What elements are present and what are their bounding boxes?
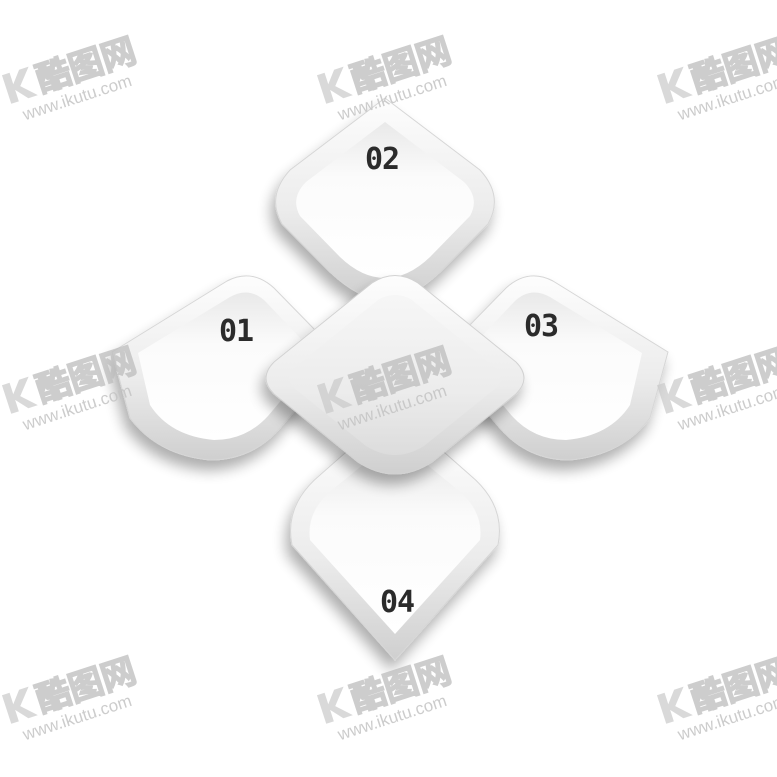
petal-01-inner: [138, 292, 307, 440]
petal-03-inner: [473, 292, 642, 440]
watermark-k-icon: [656, 376, 693, 414]
petal-04-inner: [309, 452, 481, 634]
watermark-k-icon: [316, 66, 353, 104]
center-diamond: [265, 275, 525, 475]
watermark-k-icon: [656, 686, 693, 724]
watermark-k-icon: [1, 686, 38, 724]
petal-03: [452, 275, 669, 461]
petal-04-label: 04: [380, 585, 414, 620]
center-diamond-face: [289, 295, 501, 455]
watermark-k-icon: [1, 66, 38, 104]
watermark-k-icon: [1, 376, 38, 414]
petal-03-label: 03: [524, 309, 558, 344]
watermark-k-icon: [656, 66, 693, 104]
petal-01: [111, 275, 328, 461]
petal-01-label: 01: [219, 314, 253, 349]
petal-02: [275, 97, 495, 301]
watermark-k-icon: [316, 376, 353, 414]
petal-02-inner: [296, 122, 474, 278]
watermark-k-icon: [316, 686, 353, 724]
petal-02-label: 02: [365, 142, 399, 177]
